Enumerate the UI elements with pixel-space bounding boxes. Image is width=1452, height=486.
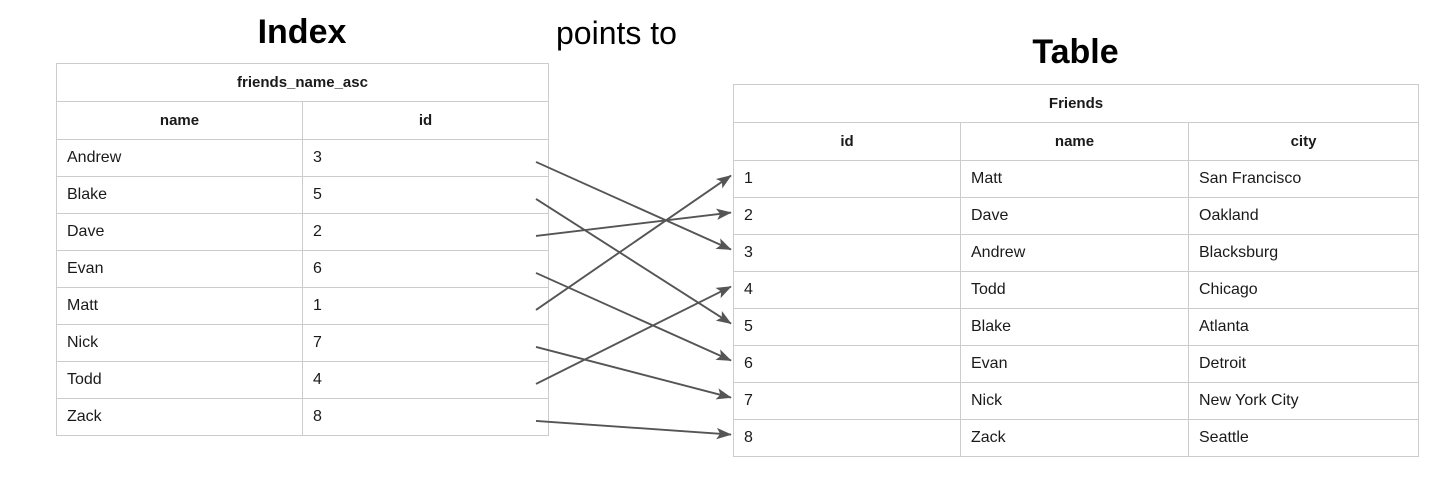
index-cell-id: 5 <box>302 176 549 214</box>
friends-cell-id: 8 <box>733 419 961 457</box>
index-cell-name: Matt <box>56 287 303 325</box>
pointer-arrow-blake <box>535 198 732 325</box>
friends-name-cell: Friends <box>733 84 1419 123</box>
friends-cell-id: 6 <box>733 345 961 383</box>
pointer-arrow-andrew <box>535 161 732 251</box>
friends-table-name-row: Friends <box>733 84 1419 123</box>
friends-cell-id: 5 <box>733 308 961 346</box>
pointer-arrow-evan <box>535 272 732 362</box>
index-cell-name: Todd <box>56 361 303 399</box>
index-cell-id: 1 <box>302 287 549 325</box>
index-cell-name: Evan <box>56 250 303 288</box>
friends-cell-city: Seattle <box>1188 419 1419 457</box>
index-header-row: name id <box>56 101 549 140</box>
pointer-arrow-matt <box>535 174 732 311</box>
index-column-header-name: name <box>56 101 303 140</box>
friends-cell-name: Matt <box>960 160 1189 198</box>
index-cell-id: 3 <box>302 139 549 177</box>
friends-header-row: id name city <box>733 122 1419 161</box>
index-cell-name: Nick <box>56 324 303 362</box>
friends-cell-name: Nick <box>960 382 1189 420</box>
friends-cell-name: Zack <box>960 419 1189 457</box>
index-name-cell: friends_name_asc <box>56 63 549 102</box>
friends-cell-city: Blacksburg <box>1188 234 1419 272</box>
friends-cell-city: Chicago <box>1188 271 1419 309</box>
index-cell-id: 6 <box>302 250 549 288</box>
friends-cell-city: Detroit <box>1188 345 1419 383</box>
index-title: Index <box>257 13 347 51</box>
pointer-arrow-zack <box>535 419 732 440</box>
index-cell-name: Dave <box>56 213 303 251</box>
index-column-header-id: id <box>302 101 549 140</box>
index-cell-id: 2 <box>302 213 549 251</box>
index-table-body: friends_name_asc name id <box>56 63 549 140</box>
index-cell-name: Zack <box>56 398 303 436</box>
friends-cell-id: 7 <box>733 382 961 420</box>
friends-cell-id: 1 <box>733 160 961 198</box>
pointer-arrow-nick <box>535 346 732 400</box>
friends-cell-name: Blake <box>960 308 1189 346</box>
arrow-group <box>535 161 732 440</box>
index-cell-id: 8 <box>302 398 549 436</box>
friends-column-header-id: id <box>733 122 961 161</box>
friends-cell-city: Atlanta <box>1188 308 1419 346</box>
friends-cell-id: 2 <box>733 197 961 235</box>
friends-cell-city: San Francisco <box>1188 160 1419 198</box>
index-cell-id: 7 <box>302 324 549 362</box>
index-cell-id: 4 <box>302 361 549 399</box>
friends-cell-name: Evan <box>960 345 1189 383</box>
friends-column-header-name: name <box>960 122 1189 161</box>
points-to-label: points to <box>556 15 677 51</box>
friends-cell-id: 4 <box>733 271 961 309</box>
friends-cell-name: Todd <box>960 271 1189 309</box>
friends-cell-city: Oakland <box>1188 197 1419 235</box>
friends-cell-name: Andrew <box>960 234 1189 272</box>
pointer-arrow-todd <box>535 285 732 385</box>
pointer-arrow-dave <box>535 208 732 237</box>
friends-cell-id: 3 <box>733 234 961 272</box>
table-title: Table <box>1032 33 1119 71</box>
index-table-name-row: friends_name_asc <box>56 63 549 102</box>
index-cell-name: Andrew <box>56 139 303 177</box>
friends-table-head: Friends id name city <box>733 84 1419 161</box>
index-cell-name: Blake <box>56 176 303 214</box>
friends-cell-city: New York City <box>1188 382 1419 420</box>
friends-column-header-city: city <box>1188 122 1419 161</box>
friends-cell-name: Dave <box>960 197 1189 235</box>
